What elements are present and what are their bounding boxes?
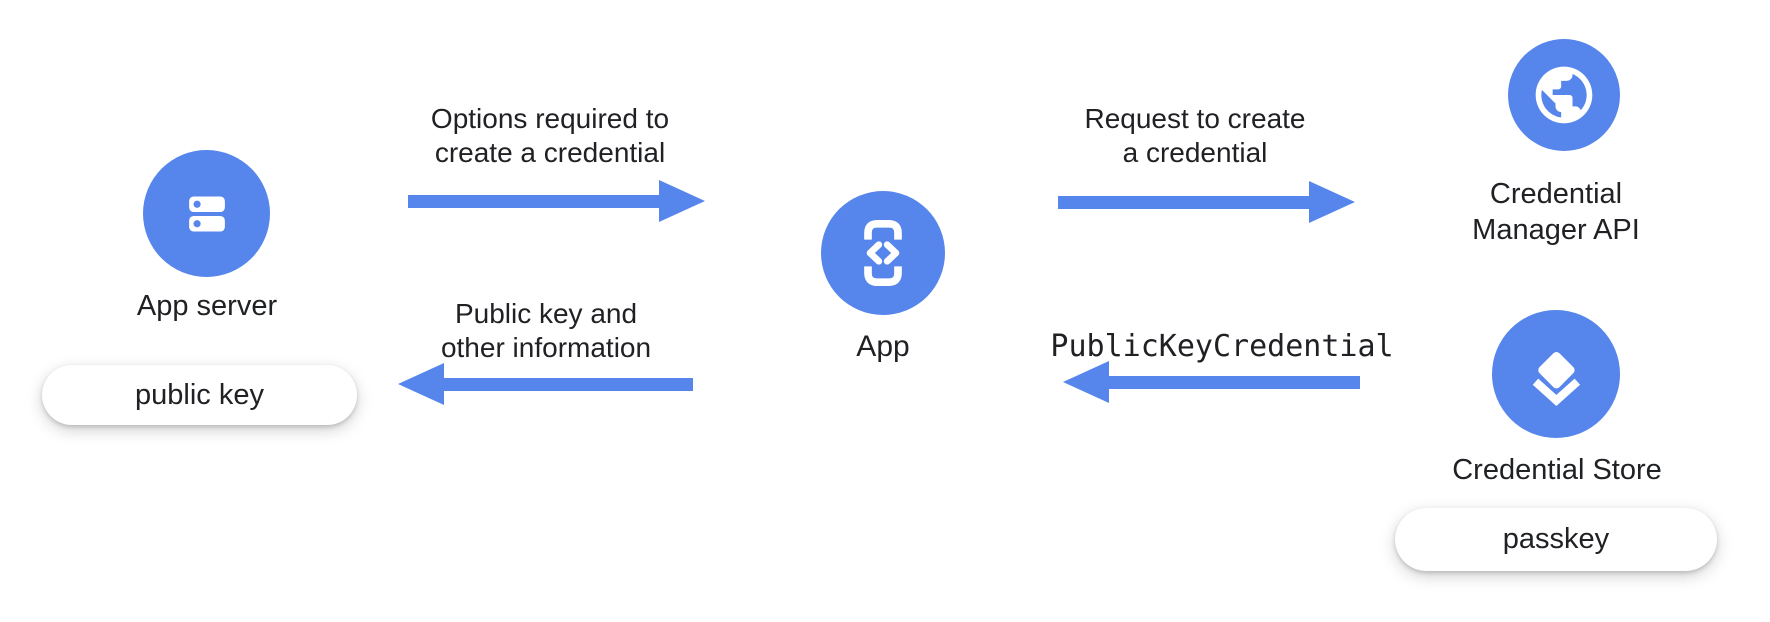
credential-store-node	[1492, 310, 1620, 438]
credential-store-label: Credential Store	[1452, 454, 1662, 486]
arrow-shaft	[408, 194, 659, 208]
public-key-pill: public key	[42, 365, 357, 425]
arrow-request-label-line2: a credential	[1122, 137, 1268, 168]
arrow-shaft	[1109, 375, 1360, 389]
credential-manager-api-node	[1508, 39, 1620, 151]
arrow-publickeycredential	[1063, 361, 1360, 403]
arrow-publickeycredential-label: PublicKeyCredential	[1050, 329, 1394, 364]
app-server-label: App server	[136, 290, 278, 322]
arrow-request-label: Request to create a credential	[1084, 102, 1305, 170]
arrow-options-label-line2: create a credential	[434, 137, 666, 168]
arrow-options-label-line1: Options required to	[430, 103, 670, 134]
arrow-head-left-icon	[1063, 361, 1109, 403]
phone-code-icon	[864, 220, 902, 286]
arrow-request-to-create-credential	[1058, 181, 1355, 223]
arrow-head-right-icon	[1309, 181, 1355, 223]
arrow-public-key-label: Public key and other information	[441, 297, 651, 365]
passkey-pill-label: passkey	[1502, 523, 1610, 555]
credential-manager-api-label-line2: Manager API	[1472, 214, 1640, 246]
server-icon	[188, 195, 225, 232]
public-key-pill-label: public key	[135, 378, 264, 411]
credential-manager-api-label-line1: Credential	[1489, 178, 1623, 210]
arrow-options-to-create-credential	[408, 180, 705, 222]
arrow-options-label: Options required to create a credential	[431, 102, 669, 170]
layers-icon	[1532, 351, 1581, 406]
arrow-request-label-line1: Request to create	[1084, 103, 1306, 134]
app-label: App	[856, 330, 910, 363]
app-node	[821, 191, 945, 315]
app-server-node	[143, 150, 270, 277]
arrow-public-key-label-line1: Public key and	[454, 298, 638, 329]
passkey-pill: passkey	[1395, 508, 1717, 571]
arrow-shaft	[444, 377, 693, 391]
arrow-public-key-information	[398, 363, 693, 405]
arrow-shaft	[1058, 195, 1309, 209]
arrow-public-key-label-line2: other information	[440, 332, 652, 363]
arrow-head-right-icon	[659, 180, 705, 222]
globe-icon	[1535, 66, 1593, 124]
arrow-head-left-icon	[398, 363, 444, 405]
credential-manager-api-label: Credential Manager API	[1472, 176, 1640, 248]
